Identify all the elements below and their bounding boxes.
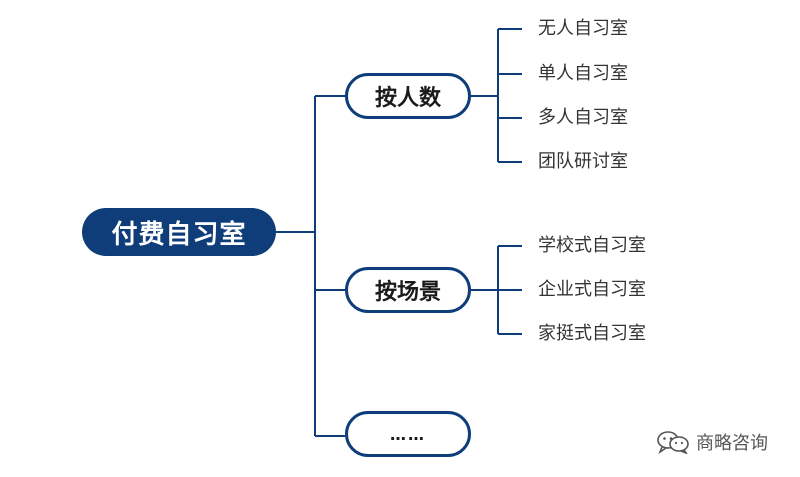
leaf-node: 团队研讨室 — [538, 151, 628, 172]
branch-by-scenario: 按场景 — [345, 267, 471, 313]
branch-label: 按人数 — [374, 86, 441, 111]
root-node: 付费自习室 — [82, 208, 276, 256]
watermark: 商略咨询 — [656, 428, 768, 456]
leaf-node: 单人自习室 — [538, 63, 628, 84]
leaf-node: 多人自习室 — [538, 107, 628, 128]
leaf-node: 家挺式自习室 — [538, 323, 646, 344]
branch-by-people-count: 按人数 — [345, 73, 471, 119]
leaf-node: 无人自习室 — [538, 18, 628, 39]
wechat-icon — [657, 431, 689, 454]
branch-more: …… — [345, 411, 471, 457]
branch-label: 按场景 — [374, 280, 441, 305]
root-label: 付费自习室 — [111, 219, 247, 250]
branch-label: …… — [390, 424, 426, 444]
leaf-node: 企业式自习室 — [538, 279, 646, 300]
watermark-text: 商略咨询 — [696, 433, 768, 454]
leaf-node: 学校式自习室 — [538, 235, 646, 256]
